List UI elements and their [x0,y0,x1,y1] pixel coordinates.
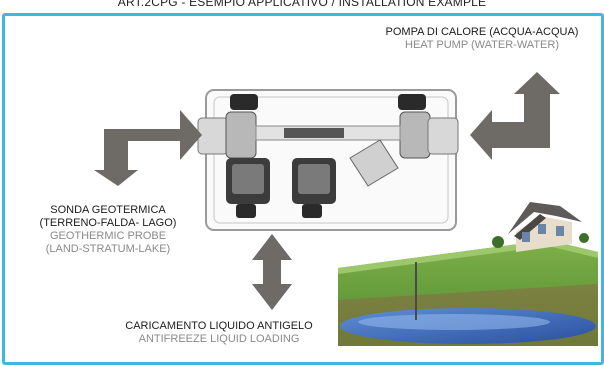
heat-pump-arrow [470,72,560,160]
loading-label: CARICAMENTO LIQUIDO ANTIGELO ANTIFREEZE … [86,320,352,346]
loading-arrow [252,234,292,310]
probe-label-it-2: (TERRENO-FALDA- LAGO) [39,217,177,229]
heat-pump-label-it: POMPA DI CALORE (ACQUA-ACQUA) [385,26,579,38]
landscape-illustration [338,202,598,346]
probe-label-en-2: (LAND-STRATUM-LAKE) [45,243,171,255]
manifold-unit [197,89,459,231]
loading-label-en: ANTIFREEZE LIQUID LOADING [138,333,300,345]
header-title: ART.2CPG - ESEMPIO APPLICATIVO / INSTALL… [117,0,487,9]
probe-label-en-1: GEOTHERMIC PROBE [49,230,167,242]
heat-pump-label: POMPA DI CALORE (ACQUA-ACQUA) HEAT PUMP … [362,26,602,52]
probe-label-it-1: SONDA GEOTERMICA [50,204,166,216]
loading-label-it: CARICAMENTO LIQUIDO ANTIGELO [125,320,313,332]
probe-label: SONDA GEOTERMICA (TERRENO-FALDA- LAGO) G… [20,204,196,256]
probe-arrow [94,110,202,186]
header-strip: ART.2CPG - ESEMPIO APPLICATIVO / INSTALL… [0,0,604,14]
heat-pump-label-en: HEAT PUMP (WATER-WATER) [405,39,559,51]
